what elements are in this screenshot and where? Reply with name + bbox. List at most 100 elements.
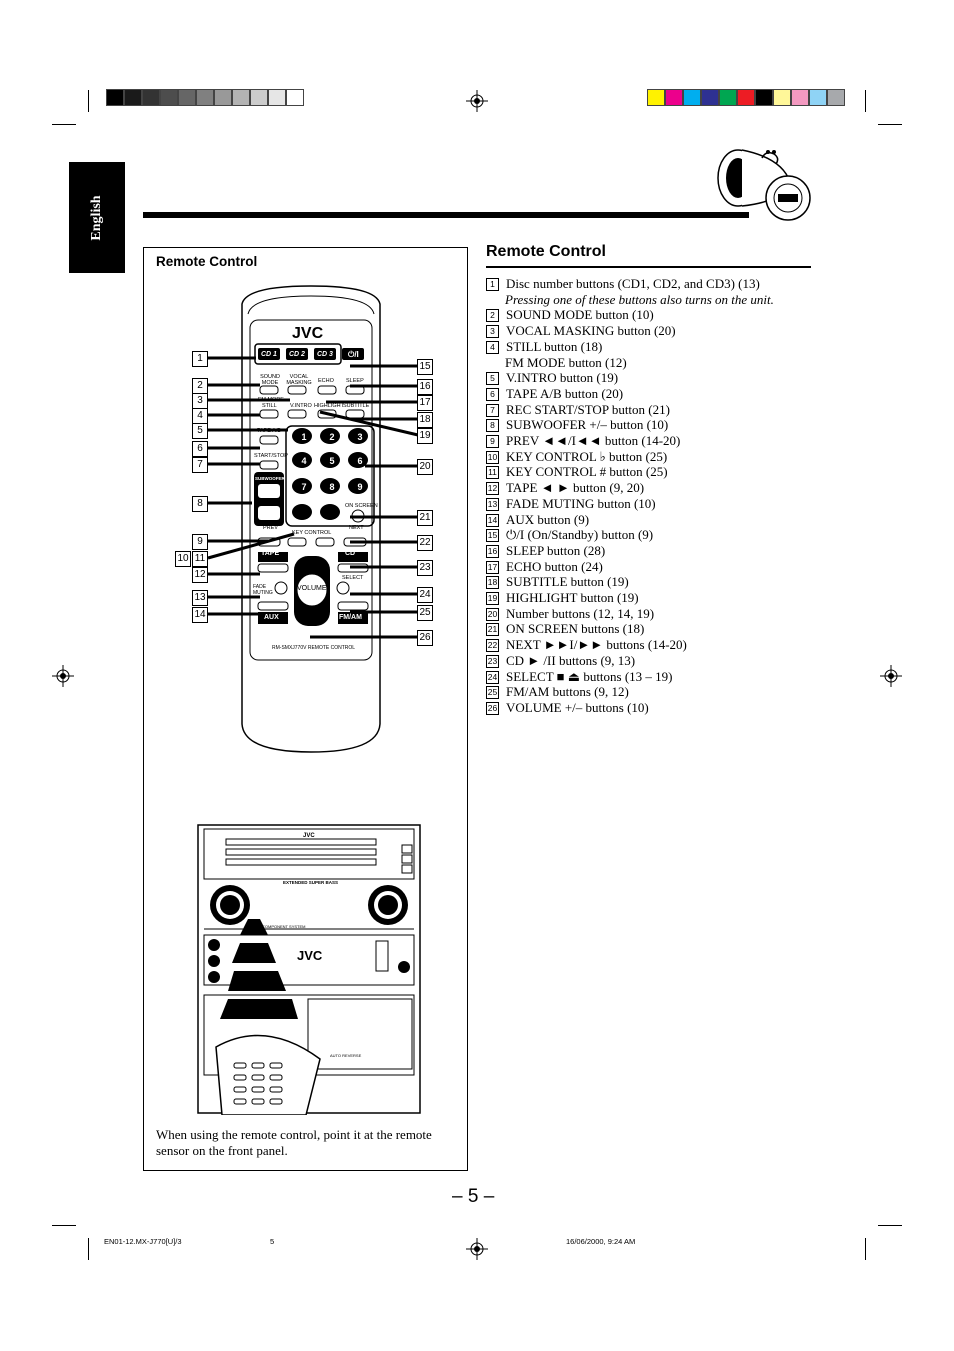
remote-start-stop-label: START/STOP (254, 453, 288, 459)
language-label: English (89, 194, 104, 241)
item-number: 16 (486, 544, 499, 558)
callout-lines (207, 356, 419, 639)
svg-text:3: 3 (357, 432, 362, 442)
remote-sleep-label: SLEEP (346, 378, 364, 384)
footer-date: 16/06/2000, 9:24 AM (566, 1237, 636, 1246)
remote-on-screen-label: ON SCREEN (345, 503, 378, 509)
callout-14: 14 (192, 607, 208, 623)
remote-vintro-label: V.INTRO (290, 403, 312, 409)
item-number: 11 (486, 466, 499, 480)
page-number: – 5 – (452, 1186, 495, 1207)
remote-highlight-label: HIGHLIGHT (314, 403, 344, 409)
crop-mark (865, 1238, 866, 1260)
item-text: VOLUME +/– buttons (10) (506, 699, 649, 715)
list-item: 3 VOCAL MASKING button (20) (486, 323, 676, 339)
remote-cd1-label: CD 1 (261, 351, 277, 358)
color-swatch (719, 89, 737, 106)
callout-9: 9 (192, 534, 208, 550)
remote-subtitle-label: SUBTITLE (343, 403, 370, 409)
callout-12: 12 (192, 567, 208, 583)
callout-6: 6 (192, 441, 208, 457)
callout-11: 11 (192, 551, 208, 567)
item-text: STILL button (18) (506, 338, 603, 354)
item-number: 5 (486, 372, 499, 386)
item-text: V.INTRO button (19) (506, 370, 619, 386)
color-swatch (701, 89, 719, 106)
remote-model-label: RM-SMXJ770V REMOTE CONTROL (272, 645, 356, 651)
crop-mark (52, 1225, 76, 1226)
item-number: 3 (486, 325, 499, 339)
remote-key-control-label: KEY CONTROL (292, 530, 332, 536)
svg-text:5: 5 (329, 456, 334, 466)
color-swatch (142, 89, 160, 106)
item-text: KEY CONTROL # button (25) (506, 464, 668, 480)
item-text: CD ► /II buttons (9, 13) (506, 652, 636, 668)
callout-5: 5 (192, 423, 208, 439)
color-swatch (827, 89, 845, 106)
item-number: 6 (486, 387, 499, 401)
item-number: 25 (486, 686, 499, 700)
item-text: NEXT ►►I/►► buttons (14-20) (506, 637, 687, 653)
callout-22: 22 (417, 535, 433, 551)
illustration-panel (143, 247, 468, 1171)
crop-mark (878, 124, 902, 125)
footer-file: EN01-12.MX-J770[U]/3 (104, 1237, 182, 1246)
remote-fmam-label: FM/AM (339, 614, 362, 621)
stereo-brand: JVC (303, 833, 315, 839)
section-rule (486, 266, 811, 268)
remote-power-label: ⏻/I (348, 350, 359, 359)
crop-mark (52, 124, 76, 125)
callout-21: 21 (417, 510, 433, 526)
registration-mark-icon (52, 665, 74, 687)
item-number: 9 (486, 435, 499, 448)
registration-mark-icon (466, 90, 488, 112)
color-swatch (737, 89, 755, 106)
list-item: 23 CD ► /II buttons (9, 13) (486, 653, 635, 669)
item-number: 2 (486, 309, 499, 323)
gray-scale-bar (106, 89, 304, 106)
item-text: SELECT ■ ⏏ buttons (13 – 19) (506, 668, 673, 684)
item-number: 8 (486, 419, 499, 433)
item-text: REC START/STOP button (21) (506, 401, 670, 417)
item-number: 23 (486, 654, 499, 668)
callout-19: 19 (417, 428, 433, 444)
color-swatch (683, 89, 701, 106)
item-text: HIGHLIGHT button (19) (506, 590, 639, 605)
stereo-system-illustration (197, 824, 421, 1115)
remote-still-label: STILL (262, 403, 277, 409)
item-text: SUBWOOFER +/– button (10) (506, 417, 669, 433)
item-text: KEY CONTROL ♭ button (25) (506, 448, 668, 464)
callout-2: 2 (192, 378, 208, 394)
item-number: 19 (486, 592, 499, 605)
color-swatch (809, 89, 827, 106)
remote-echo-label: ECHO (318, 378, 334, 384)
color-swatch (196, 89, 214, 106)
svg-text:6: 6 (357, 456, 362, 466)
item-number: 4 (486, 340, 499, 354)
callout-3: 3 (192, 393, 208, 409)
item-number: 24 (486, 670, 499, 684)
item-number: 7 (486, 403, 499, 417)
item-number: 22 (486, 639, 499, 653)
item-text: VOCAL MASKING button (20) (506, 323, 676, 339)
footer-page: 5 (270, 1237, 275, 1246)
list-item: 15⏻/I (On/Standby) button (9) (486, 527, 653, 543)
list-item: 4 STILL button (18) (486, 339, 602, 355)
remote-volume-label: VOLUME (297, 585, 327, 592)
svg-text:7: 7 (301, 482, 306, 492)
stereo-label-auto-reverse: AUTO REVERSE (330, 1053, 362, 1058)
svg-text:8: 8 (329, 482, 334, 492)
item-text: AUX button (9) (506, 511, 590, 527)
color-swatch (178, 89, 196, 106)
color-swatch (647, 89, 665, 106)
crop-mark (88, 90, 89, 112)
callout-8: 8 (192, 496, 208, 512)
stereo-label-system: COMPONENT SYSTEM (262, 924, 306, 929)
